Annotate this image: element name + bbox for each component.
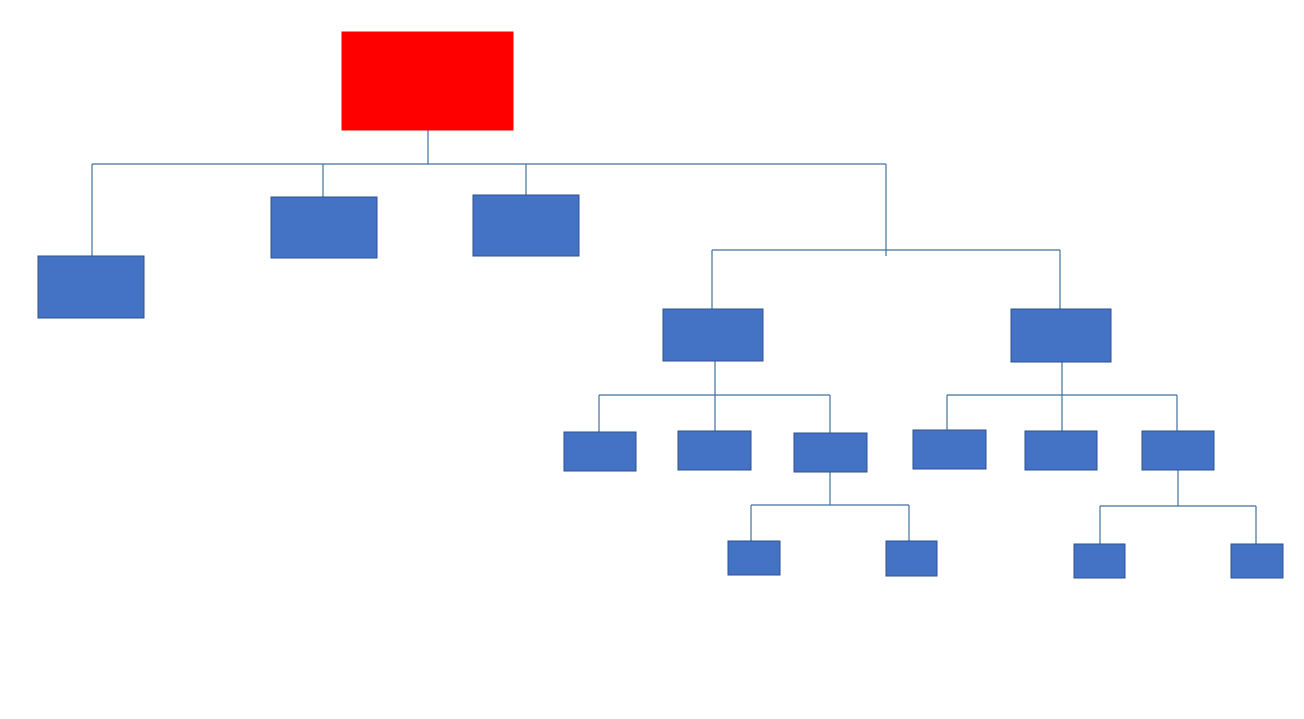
node-box-level4-b — [885, 540, 938, 577]
node-box-level2-a — [662, 308, 764, 362]
connector-root — [91, 130, 887, 256]
node-box-level1-c — [472, 194, 580, 257]
connector-level2-b — [946, 362, 1178, 431]
node-box-level3-f — [1141, 430, 1215, 471]
node-box-level2-b — [1010, 308, 1112, 363]
node-box-level1-b — [270, 196, 378, 259]
node-box-level3-d — [912, 429, 987, 470]
node-box-level3-e — [1024, 430, 1098, 471]
node-box-level3-b — [677, 430, 752, 471]
node-box-level3-a — [563, 431, 637, 472]
node-box-level4-c — [1073, 543, 1126, 579]
node-box-level4-a — [727, 540, 781, 576]
node-box-level4-d — [1230, 543, 1284, 579]
node-box-level3-c — [793, 432, 868, 473]
node-box-level1-a — [37, 255, 145, 319]
connector-level1-d — [711, 249, 1061, 309]
node-box-root — [341, 31, 514, 131]
node-boxes — [37, 31, 1284, 579]
connector-lines — [91, 130, 1257, 544]
connector-level2-a — [598, 361, 831, 433]
connector-level3-c — [750, 472, 910, 541]
connector-level3-f — [1099, 470, 1257, 544]
